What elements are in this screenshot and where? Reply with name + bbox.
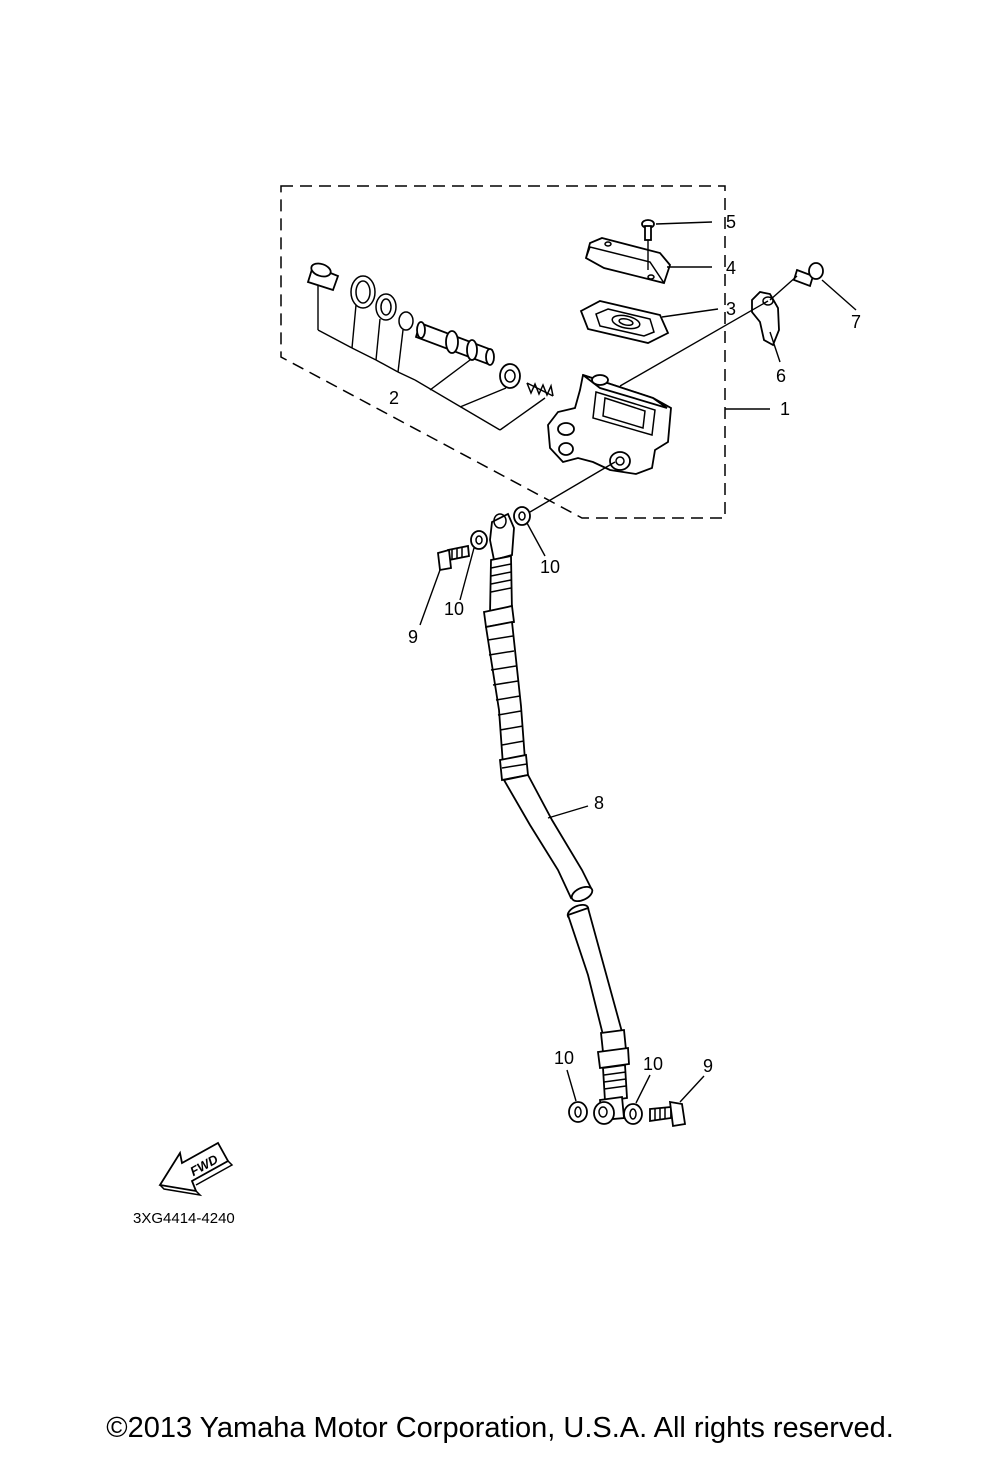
upper-banjo-eye [489, 512, 515, 562]
upper-washer-right [513, 506, 531, 526]
brake-hose [482, 554, 630, 1125]
callout-6-leader [769, 331, 781, 363]
callout-10-upper-right: 10 [540, 557, 560, 577]
callout-10a-leader [526, 522, 546, 557]
callout-9a-leader [419, 569, 441, 626]
callout-7: 7 [851, 312, 861, 332]
lower-washer-right [623, 1103, 643, 1125]
lower-union [568, 1100, 687, 1128]
washer [375, 293, 397, 321]
piston-cup [499, 363, 521, 389]
assembly-boundary [280, 185, 726, 519]
master-cylinder-body [547, 373, 672, 475]
callout-10c-leader [566, 1069, 577, 1102]
upper-union-bolt [437, 544, 470, 572]
lower-union-bolt [649, 1100, 687, 1128]
piston [414, 321, 495, 366]
copyright-notice: ©2013 Yamaha Motor Corporation, U.S.A. A… [106, 1412, 894, 1444]
piston-kit [306, 262, 554, 431]
holder-clamp [751, 291, 780, 347]
callout-4: 4 [726, 258, 736, 278]
callout-3-leader [661, 308, 719, 318]
upper-washer-left [470, 530, 488, 550]
callout-9-upper: 9 [408, 627, 418, 647]
callout-5: 5 [726, 212, 736, 232]
callout-10-upper-left: 10 [444, 599, 464, 619]
callout-9b-leader [679, 1075, 705, 1103]
callout-6: 6 [776, 366, 786, 386]
reservoir-cap [584, 237, 672, 285]
callout-8-leader [547, 805, 589, 819]
callout-10-lower-left: 10 [554, 1048, 574, 1068]
callout-8: 8 [594, 793, 604, 813]
callout-10-lower-right: 10 [643, 1054, 663, 1074]
clamp-bolt [769, 262, 824, 301]
callout-3: 3 [726, 299, 736, 319]
callout-10d-leader [635, 1074, 651, 1104]
lower-washer-left [568, 1101, 588, 1123]
diaphragm [579, 300, 670, 344]
callout-9-lower: 9 [703, 1056, 713, 1076]
callout-2-leaders [317, 286, 546, 431]
outlet-line [529, 461, 616, 513]
o-ring [398, 311, 414, 331]
callout-2: 2 [389, 388, 399, 408]
circlip [350, 275, 376, 309]
callout-1: 1 [780, 399, 790, 419]
spring [526, 382, 554, 397]
clamp-to-body-line [619, 300, 769, 387]
fwd-arrow-icon: FWD [158, 1141, 234, 1197]
upper-union [437, 506, 531, 572]
diagram-code: 3XG4414-4240 [133, 1210, 235, 1227]
callout-5-leader [655, 221, 713, 225]
callout-7-leader [821, 279, 857, 311]
cap-screw [641, 219, 655, 270]
dust-boot [306, 262, 340, 292]
callout-10b-leader [459, 547, 475, 601]
